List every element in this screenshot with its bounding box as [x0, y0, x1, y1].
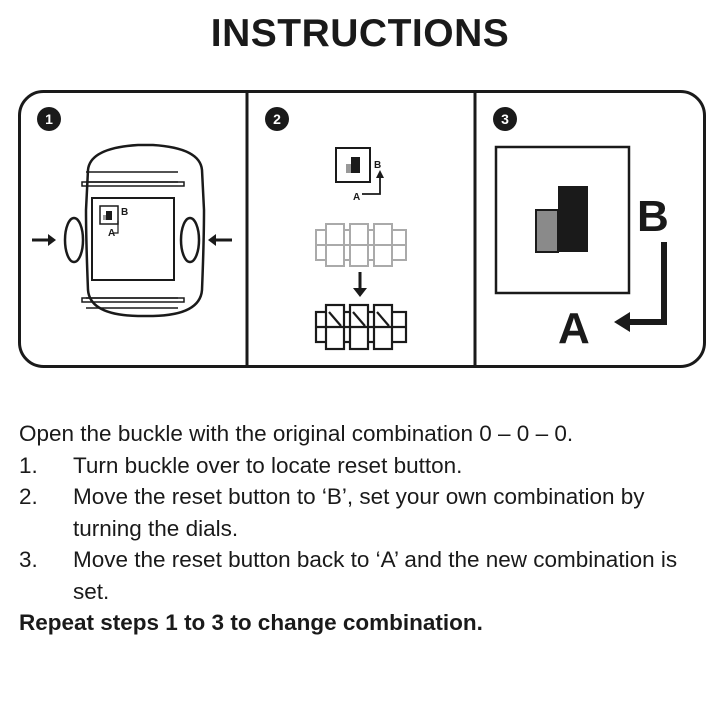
- press-arrow-right-icon: [208, 234, 232, 246]
- down-arrow-icon: [353, 272, 367, 297]
- instruction-panels: 1 B A 2: [18, 90, 706, 368]
- buckle-back-illustration: B A: [63, 143, 206, 318]
- press-arrow-left-icon: [32, 234, 56, 246]
- page-title: INSTRUCTIONS: [210, 12, 510, 55]
- step-text: Turn buckle over to locate reset button.: [73, 452, 463, 478]
- step-number-badge: [37, 107, 61, 131]
- step-number-1: 1: [45, 111, 53, 127]
- step-number-badge: [493, 107, 517, 131]
- step-number: 3.: [19, 547, 38, 572]
- step-number-2: 2: [273, 111, 281, 127]
- reset-switch-closeup: [494, 145, 631, 295]
- panels-illustration: 1 B A 2: [18, 90, 706, 368]
- step-item: 2. Move the reset button to ‘B’, set you…: [19, 481, 719, 544]
- reset-switch-diagram: B A: [335, 147, 384, 203]
- step-number: 2.: [19, 484, 38, 509]
- label-b-small: B: [121, 207, 128, 218]
- step-number-3: 3: [501, 111, 509, 127]
- dials-before-illustration: [315, 223, 407, 267]
- step-item: 3. Move the reset button back to ‘A’ and…: [19, 544, 719, 607]
- slide-arrow-icon: [614, 242, 667, 332]
- dials-after-illustration: [314, 303, 408, 351]
- step-item: 1. Turn buckle over to locate reset butt…: [19, 450, 719, 482]
- panel-3: 3 B A: [493, 107, 669, 353]
- label-b-large: B: [637, 192, 669, 241]
- step-number-badge: [265, 107, 289, 131]
- panel-1: 1 B A: [32, 107, 232, 318]
- label-b-small: B: [374, 160, 381, 171]
- intro-text: Open the buckle with the original combin…: [19, 421, 574, 446]
- instructions-text: Open the buckle with the original combin…: [19, 418, 719, 639]
- repeat-note: Repeat steps 1 to 3 to change combinatio…: [19, 610, 483, 635]
- steps-list: 1. Turn buckle over to locate reset butt…: [19, 450, 719, 608]
- step-text: Move the reset button back to ‘A’ and th…: [73, 547, 678, 604]
- step-number: 1.: [19, 452, 38, 478]
- panel-2: 2 B A: [265, 107, 408, 351]
- label-a-small: A: [108, 228, 115, 239]
- label-a-small: A: [353, 192, 360, 203]
- label-a-large: A: [558, 304, 590, 353]
- step-text: Move the reset button to ‘B’, set your o…: [73, 484, 645, 541]
